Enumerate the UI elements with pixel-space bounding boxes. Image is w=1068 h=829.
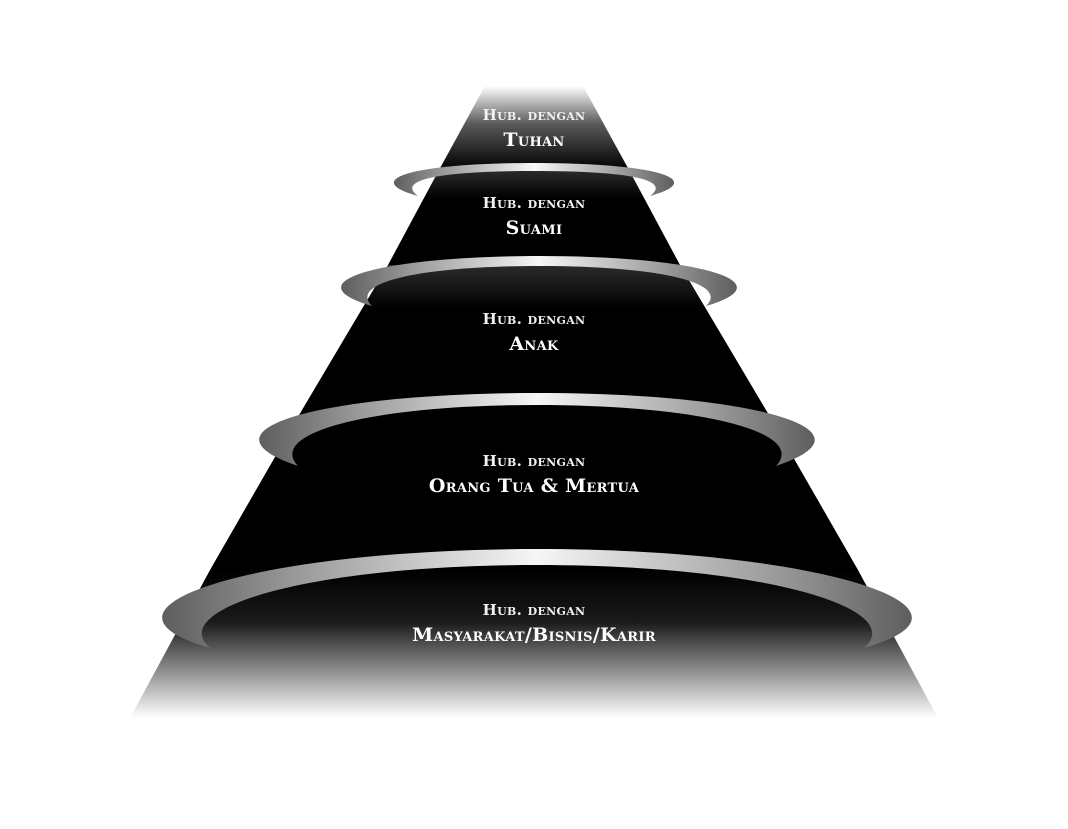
- pyramid-tier-suami: [388, 170, 680, 265]
- level-2-name: Suami: [506, 217, 563, 239]
- level-3-prefix: Hub. dengan: [483, 310, 586, 328]
- level-4-prefix: Hub. dengan: [483, 452, 586, 470]
- level-4-name: Orang Tua & Mertua: [429, 475, 640, 497]
- ring-4: [162, 549, 912, 648]
- pyramid-tier-masyarakat: [130, 570, 938, 718]
- level-1-prefix: Hub. dengan: [483, 106, 586, 124]
- level-3-name: Anak: [508, 333, 559, 355]
- ring-2: [341, 256, 737, 306]
- level-1-name: Tuhan: [503, 129, 564, 151]
- pyramid-rings: [162, 163, 912, 648]
- level-5-prefix: Hub. dengan: [483, 601, 586, 619]
- ring-3: [259, 393, 815, 466]
- level-2-prefix: Hub. dengan: [483, 194, 586, 212]
- pyramid-tier-tuhan: [439, 86, 629, 170]
- pyramid-tier-orang-tua: [210, 410, 858, 570]
- pyramid-tier-anak: [302, 265, 766, 410]
- pyramid-body: [130, 86, 938, 718]
- pyramid-labels: Hub. dengan Tuhan Hub. dengan Suami Hub.…: [412, 106, 656, 646]
- ring-1: [393, 163, 675, 196]
- level-5-name: Masyarakat/Bisnis/Karir: [412, 624, 656, 646]
